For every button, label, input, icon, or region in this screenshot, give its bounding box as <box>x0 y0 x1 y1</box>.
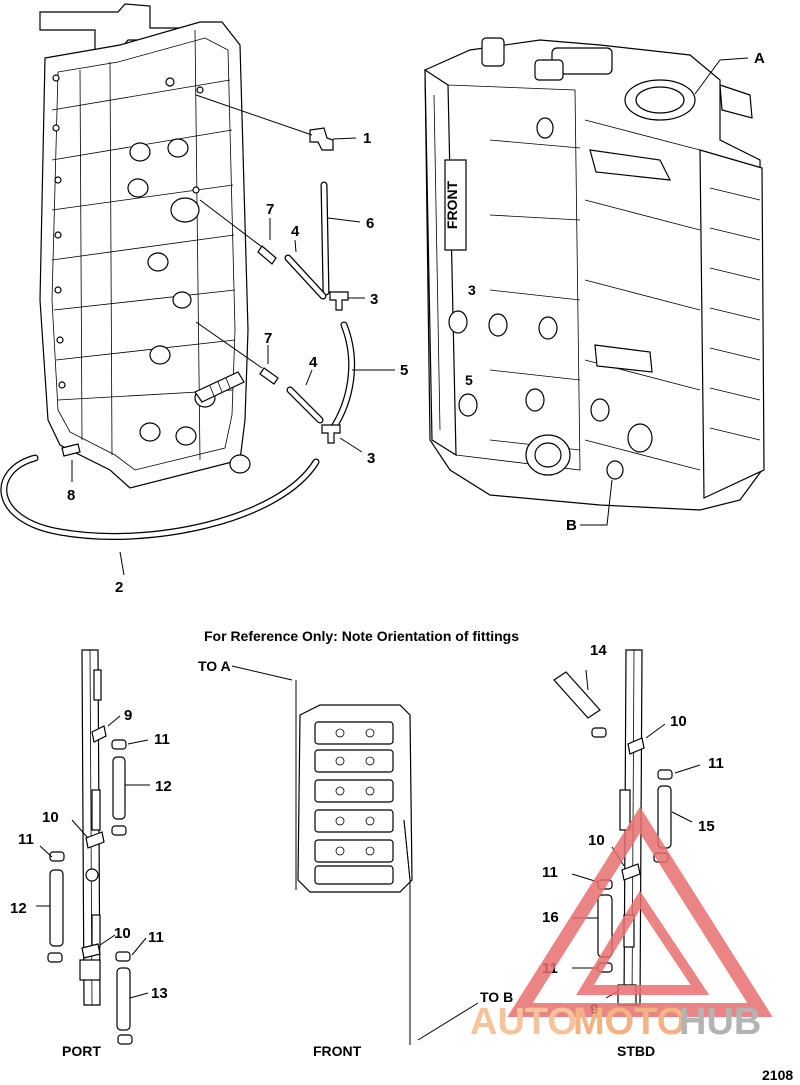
engine-stamp-5: 5 <box>465 372 473 388</box>
top-callouts: 1 7 4 6 3 7 4 5 3 8 2 A B <box>67 50 765 596</box>
callout-3-upper: 3 <box>370 291 378 308</box>
watermark-auto: AUTO <box>470 1001 577 1043</box>
to-b-label: TO B <box>480 989 513 1005</box>
callout-6: 6 <box>366 215 374 232</box>
port-callout-13: 13 <box>151 985 168 1002</box>
stbd-callout-14: 14 <box>590 642 607 659</box>
callout-5: 5 <box>400 362 408 379</box>
right-engine-block: FRONT 3 5 <box>424 37 765 511</box>
stbd-callout-15: 15 <box>698 818 715 835</box>
port-callout-10-b: 10 <box>114 925 131 942</box>
stbd-callout-16: 16 <box>542 909 559 926</box>
left-cylinder-block <box>39 3 251 489</box>
callout-4-upper: 4 <box>291 223 300 240</box>
port-callout-10-a: 10 <box>42 809 59 826</box>
stbd-callout-11-b: 11 <box>542 864 558 881</box>
hoses-top <box>0 57 749 576</box>
stbd-callout-10-b: 10 <box>588 832 605 849</box>
port-callout-11-a: 11 <box>154 731 170 748</box>
ref-point-a: A <box>754 50 765 67</box>
engine-stamp-3: 3 <box>468 282 476 298</box>
stbd-callout-11-a: 11 <box>708 755 724 772</box>
port-callout-11-c: 11 <box>148 929 164 946</box>
callout-4-lower: 4 <box>309 354 318 371</box>
port-view: 9 11 12 10 11 12 10 11 13 PORT <box>10 649 172 1059</box>
watermark-logo: AUTO MOTO HUB <box>470 806 773 1043</box>
watermark-hub: HUB <box>679 1001 761 1043</box>
callout-2: 2 <box>115 579 123 596</box>
engine-stamp-front: FRONT <box>444 180 460 229</box>
figure-id: 2108 <box>762 1067 793 1083</box>
callout-7-upper: 7 <box>266 201 274 218</box>
to-a-label: TO A <box>198 658 231 674</box>
port-view-label: PORT <box>62 1043 101 1059</box>
port-callout-11-b: 11 <box>18 831 34 848</box>
port-callout-9: 9 <box>124 707 132 724</box>
callout-3-lower: 3 <box>367 450 375 467</box>
stbd-view-label: STBD <box>617 1043 655 1059</box>
front-view: TO A TO B FRONT <box>198 658 513 1059</box>
ref-point-b: B <box>566 517 577 534</box>
watermark-moto: MOTO <box>573 1001 686 1043</box>
callout-7-lower: 7 <box>264 330 272 347</box>
port-callout-12-b: 12 <box>10 900 27 917</box>
callout-1: 1 <box>363 130 371 147</box>
port-callout-12-a: 12 <box>155 778 172 795</box>
front-view-label: FRONT <box>313 1043 362 1059</box>
callout-8: 8 <box>67 487 75 504</box>
reference-note: For Reference Only: Note Orientation of … <box>204 628 519 644</box>
stbd-view: 14 10 11 15 10 11 16 11 9 STBD <box>542 642 724 1059</box>
stbd-callout-10-a: 10 <box>670 713 687 730</box>
